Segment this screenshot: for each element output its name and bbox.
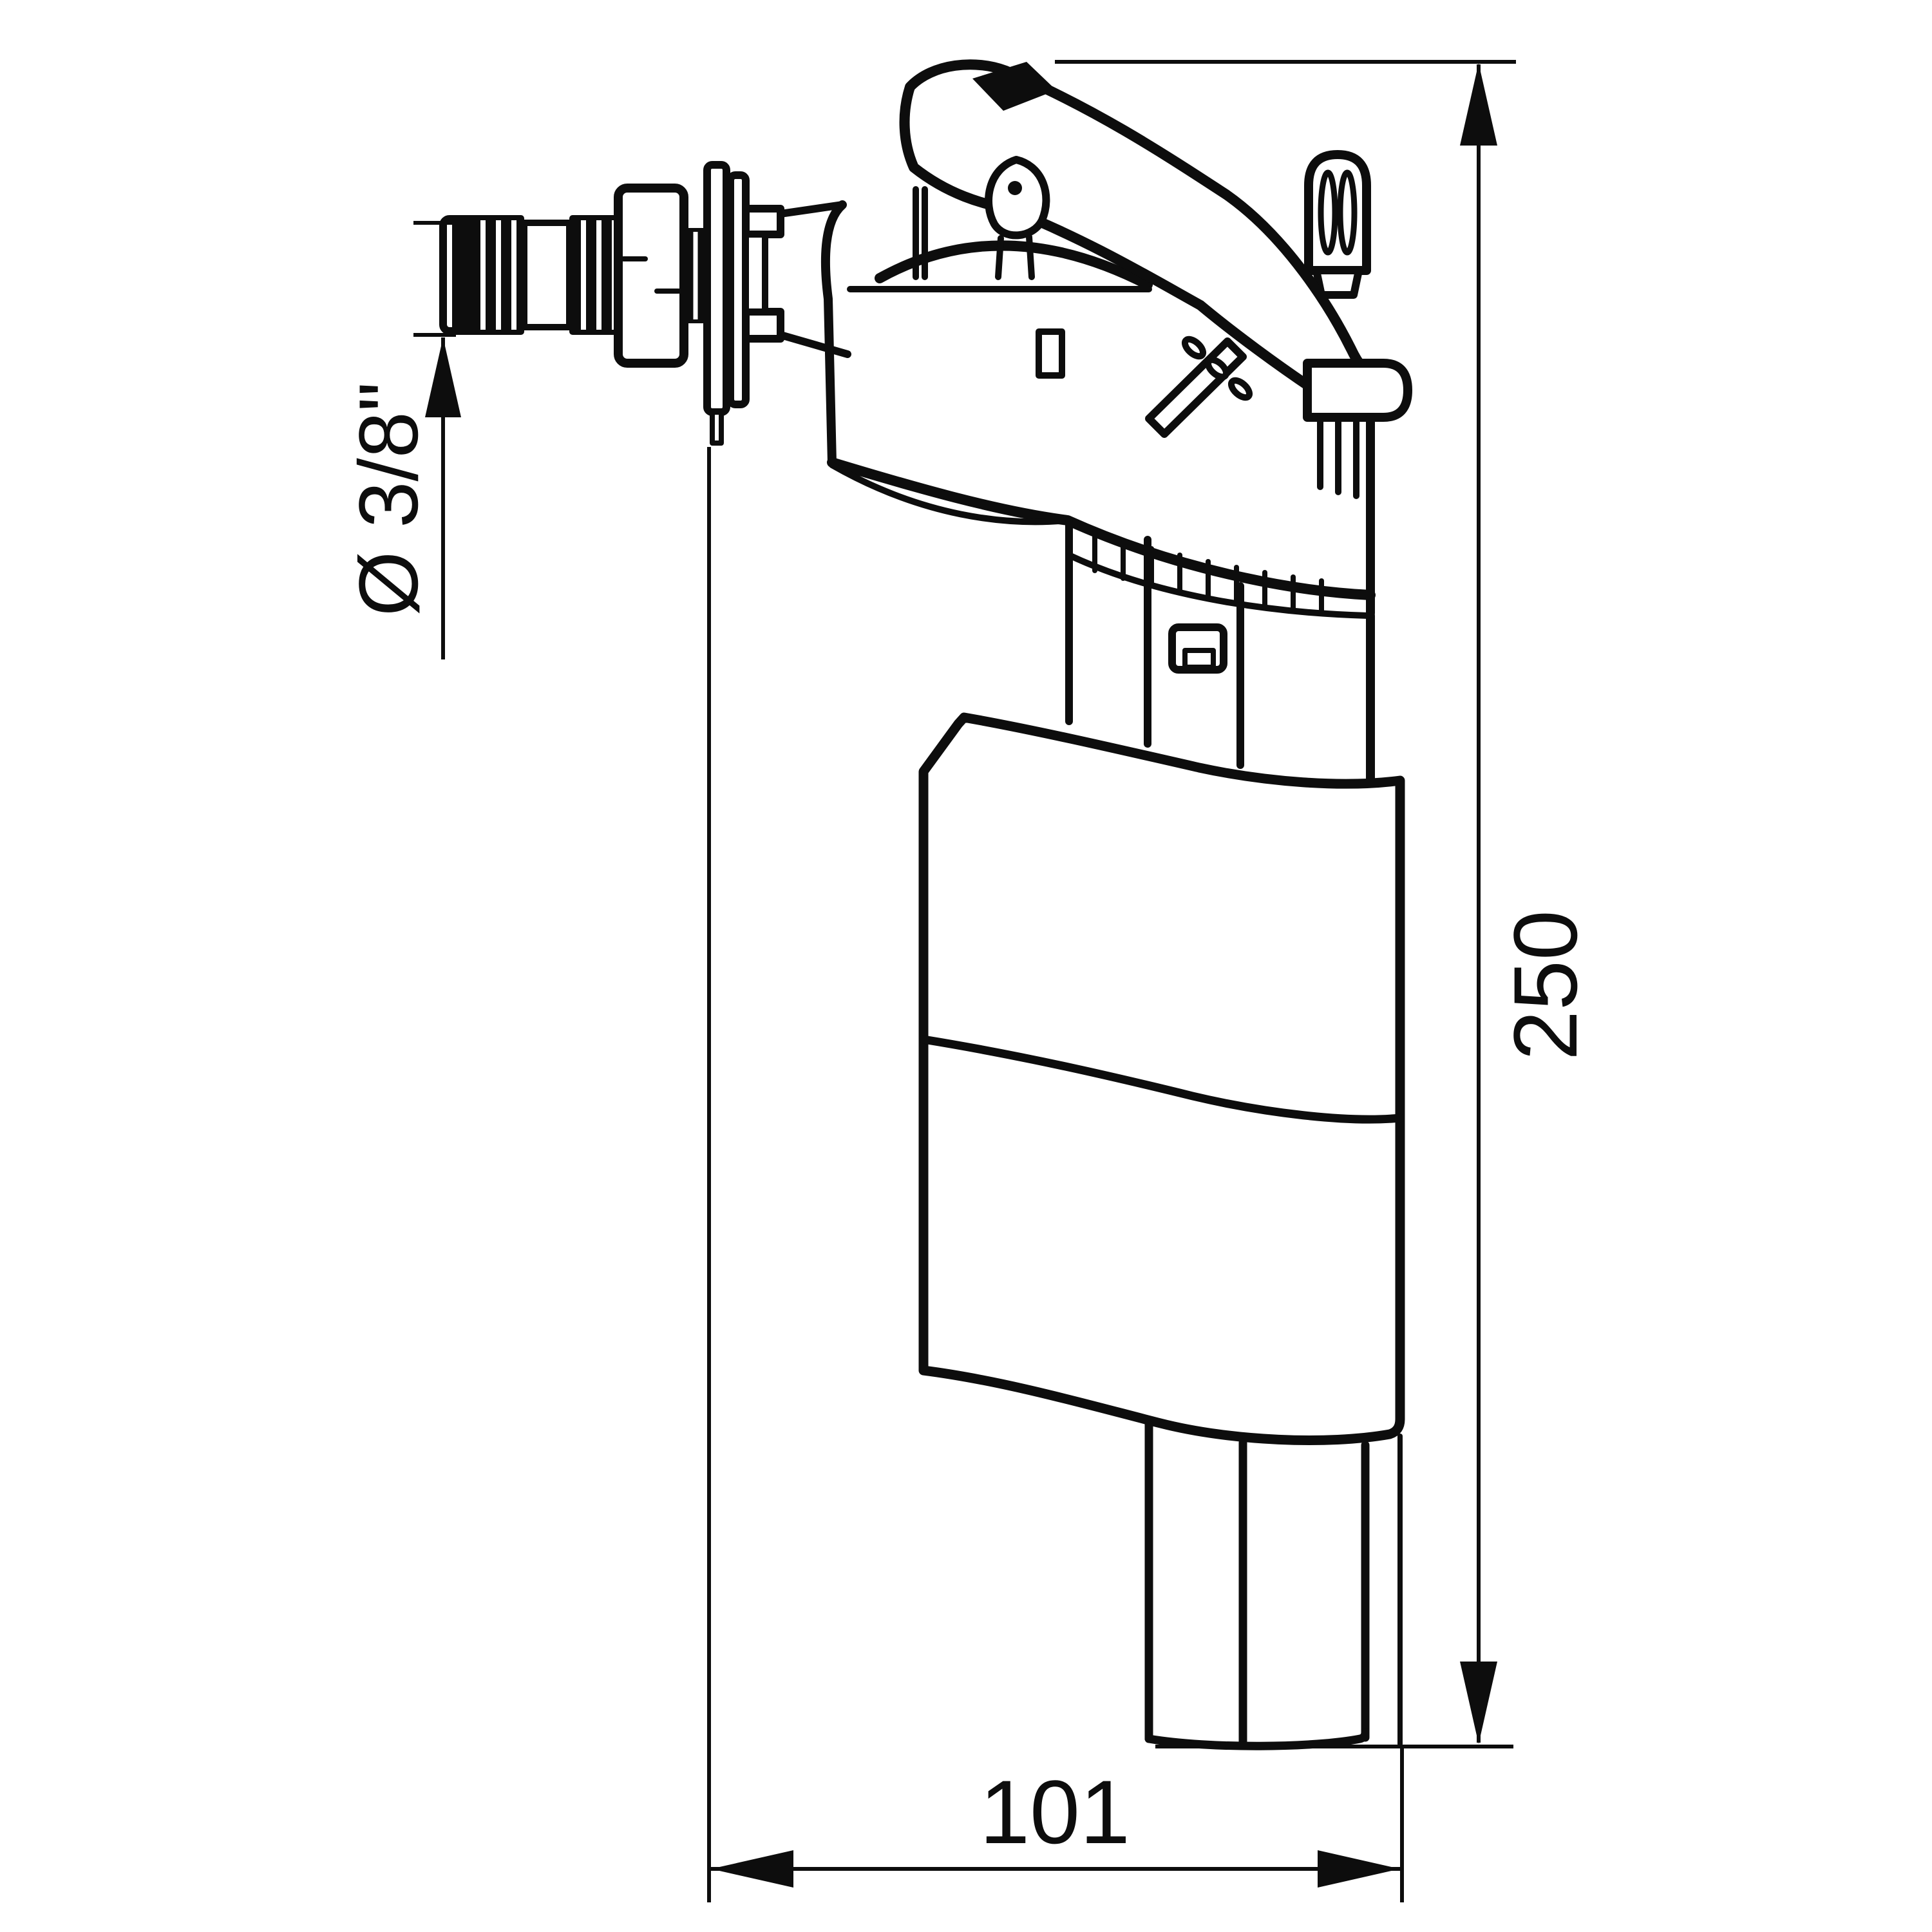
dimension-inlet-diameter: Ø 3/8" bbox=[341, 221, 461, 659]
adapter-mid-bar bbox=[743, 231, 768, 315]
flange-tail bbox=[710, 410, 724, 446]
lever-post bbox=[913, 186, 928, 280]
arrowhead-down bbox=[1460, 1662, 1497, 1744]
lower-tube bbox=[1144, 1420, 1403, 1750]
lever-clamp bbox=[972, 62, 1056, 111]
dimension-width: 101 bbox=[707, 447, 1404, 1902]
arrowhead-up bbox=[1460, 63, 1497, 146]
inlet-connector bbox=[439, 161, 851, 446]
dimension-annotations: Ø 3/8" 250 101 bbox=[341, 60, 1596, 1902]
width-dim-label: 101 bbox=[980, 1761, 1130, 1862]
valve-column bbox=[1065, 518, 1375, 798]
head-left-face bbox=[820, 200, 847, 467]
dimension-height: 250 bbox=[1055, 60, 1596, 1748]
mounting-nut bbox=[614, 184, 688, 368]
arrowhead-left bbox=[711, 1850, 793, 1888]
lever-ramp bbox=[1145, 336, 1253, 438]
flange-plate-outer bbox=[703, 161, 730, 416]
height-dim-label: 250 bbox=[1495, 910, 1596, 1061]
float-seam bbox=[919, 1035, 1405, 1124]
column-clip-slot bbox=[1182, 648, 1216, 670]
adapter-step-top bbox=[742, 205, 784, 238]
float-cup bbox=[918, 712, 1405, 1445]
thread-section-outer bbox=[452, 215, 524, 335]
head-lower-band-curve bbox=[1066, 552, 1371, 619]
inlet-horn-bottom bbox=[777, 331, 851, 358]
valve-head bbox=[820, 200, 1376, 619]
shank-collar bbox=[521, 220, 573, 330]
inlet-dim-label: Ø 3/8" bbox=[341, 382, 435, 616]
adjustment-knob bbox=[1304, 150, 1371, 299]
float-lever-assembly bbox=[899, 59, 1412, 618]
thread-stub bbox=[684, 228, 707, 323]
inlet-horn-top bbox=[777, 201, 846, 218]
lever-ledge-bracket bbox=[1303, 359, 1412, 618]
pivot-screw bbox=[985, 156, 1050, 280]
head-bottom-s-curve bbox=[827, 457, 1376, 600]
adapter-step-bottom bbox=[742, 308, 784, 343]
arrowhead-right bbox=[1318, 1850, 1400, 1888]
head-side-tab bbox=[1036, 328, 1065, 379]
float-outline bbox=[918, 712, 1405, 1445]
arrowhead-up bbox=[425, 337, 461, 417]
head-lens-curve bbox=[829, 462, 1071, 526]
